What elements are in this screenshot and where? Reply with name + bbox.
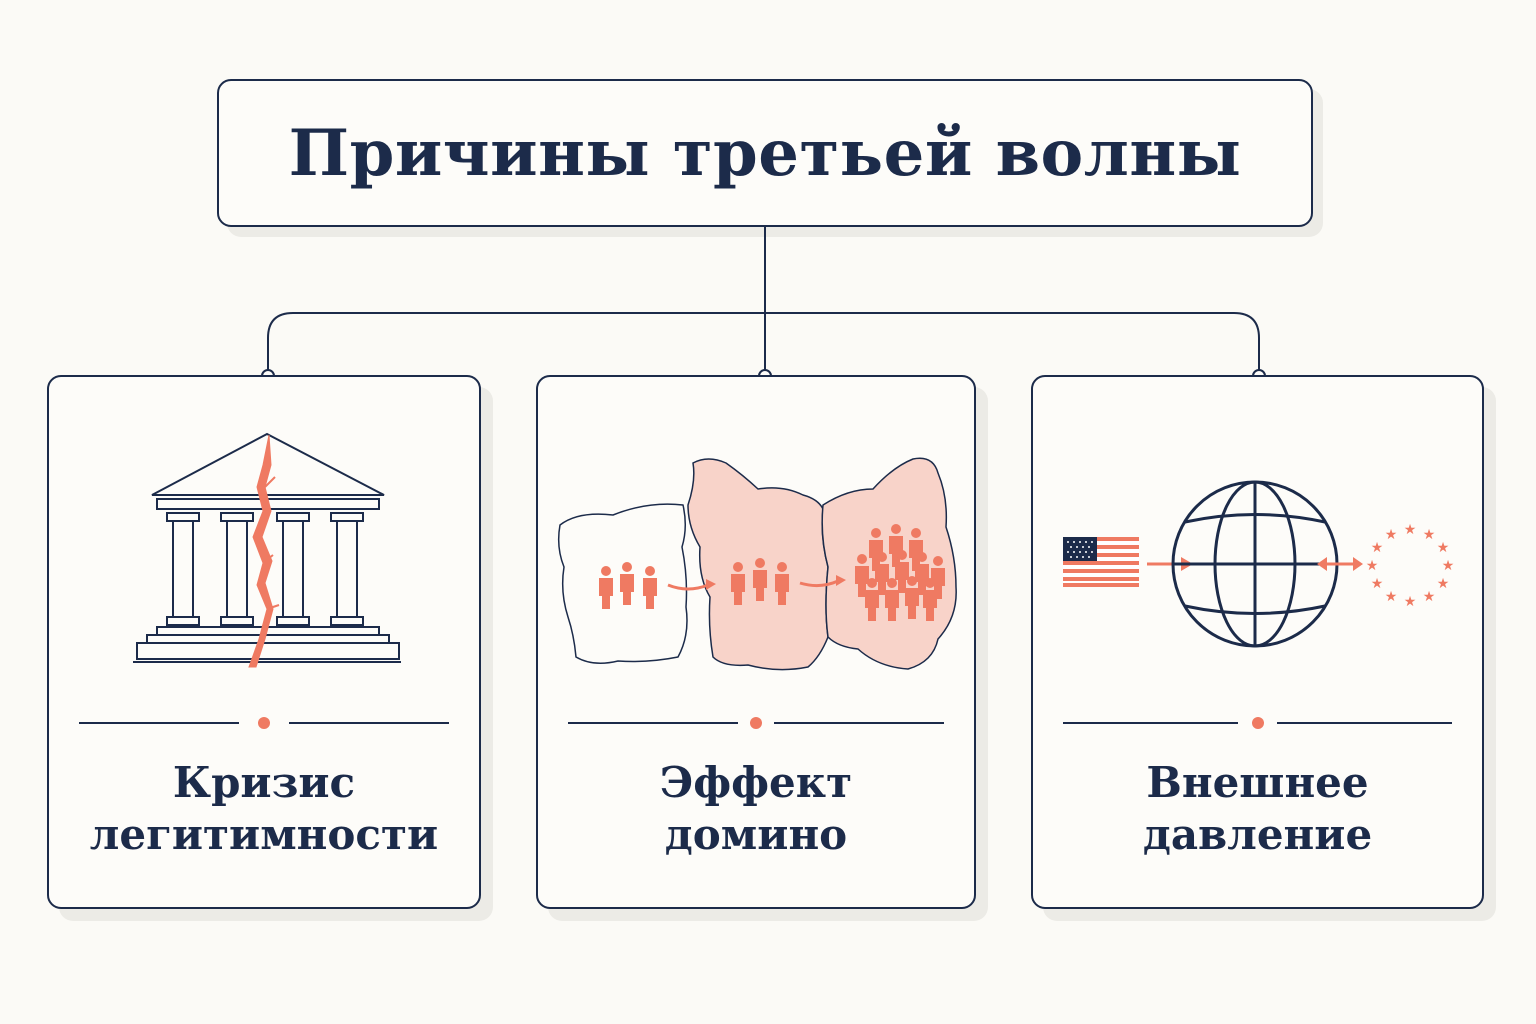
svg-text:★: ★ <box>1404 594 1417 610</box>
svg-text:★: ★ <box>1371 576 1384 592</box>
card-label-line1: Эффект <box>659 758 853 807</box>
card-label: Эффект домино <box>538 757 974 861</box>
svg-text:★: ★ <box>1437 540 1450 556</box>
card-domino-effect: Эффект домино <box>536 375 976 909</box>
card-label-line1: Внешнее <box>1146 758 1369 807</box>
svg-text:★: ★ <box>1423 527 1436 543</box>
card-label-line2: домино <box>664 810 848 859</box>
svg-text:★: ★ <box>1437 576 1450 592</box>
card-divider <box>79 717 449 729</box>
card-label: Кризис легитимности <box>49 757 479 861</box>
card-label-line2: легитимности <box>89 810 439 859</box>
svg-text:★: ★ <box>1442 558 1455 574</box>
globe-icon <box>1171 480 1339 648</box>
svg-text:★: ★ <box>1404 522 1417 538</box>
card-label-line2: давление <box>1142 810 1373 859</box>
globe-with-flags-icon: ★ ★ ★ ★ ★ ★ ★ ★ ★ ★ ★ ★ <box>1063 480 1455 648</box>
card-legitimacy-crisis: Кризис легитимности <box>47 375 481 909</box>
svg-text:★: ★ <box>1371 540 1384 556</box>
card-external-pressure: ★ ★ ★ ★ ★ ★ ★ ★ ★ ★ ★ ★ Внешнее давление <box>1031 375 1484 909</box>
spreading-crowds-map-icon <box>557 457 957 671</box>
card-label-line1: Кризис <box>172 758 356 807</box>
us-flag-icon <box>1063 537 1139 587</box>
svg-text:★: ★ <box>1385 527 1398 543</box>
crack-shape <box>248 434 274 668</box>
card-label: Внешнее давление <box>1033 757 1482 861</box>
diagram-title: Причины третьей волны <box>288 115 1242 191</box>
title-box: Причины третьей волны <box>217 79 1313 227</box>
card-divider <box>1063 717 1452 729</box>
svg-text:★: ★ <box>1366 558 1379 574</box>
map-region-3 <box>821 457 957 670</box>
cracked-temple-icon <box>133 432 401 668</box>
card-divider <box>568 717 944 729</box>
svg-text:★: ★ <box>1423 589 1436 605</box>
svg-text:★: ★ <box>1385 589 1398 605</box>
eu-stars-icon: ★ ★ ★ ★ ★ ★ ★ ★ ★ ★ ★ ★ <box>1366 522 1455 610</box>
